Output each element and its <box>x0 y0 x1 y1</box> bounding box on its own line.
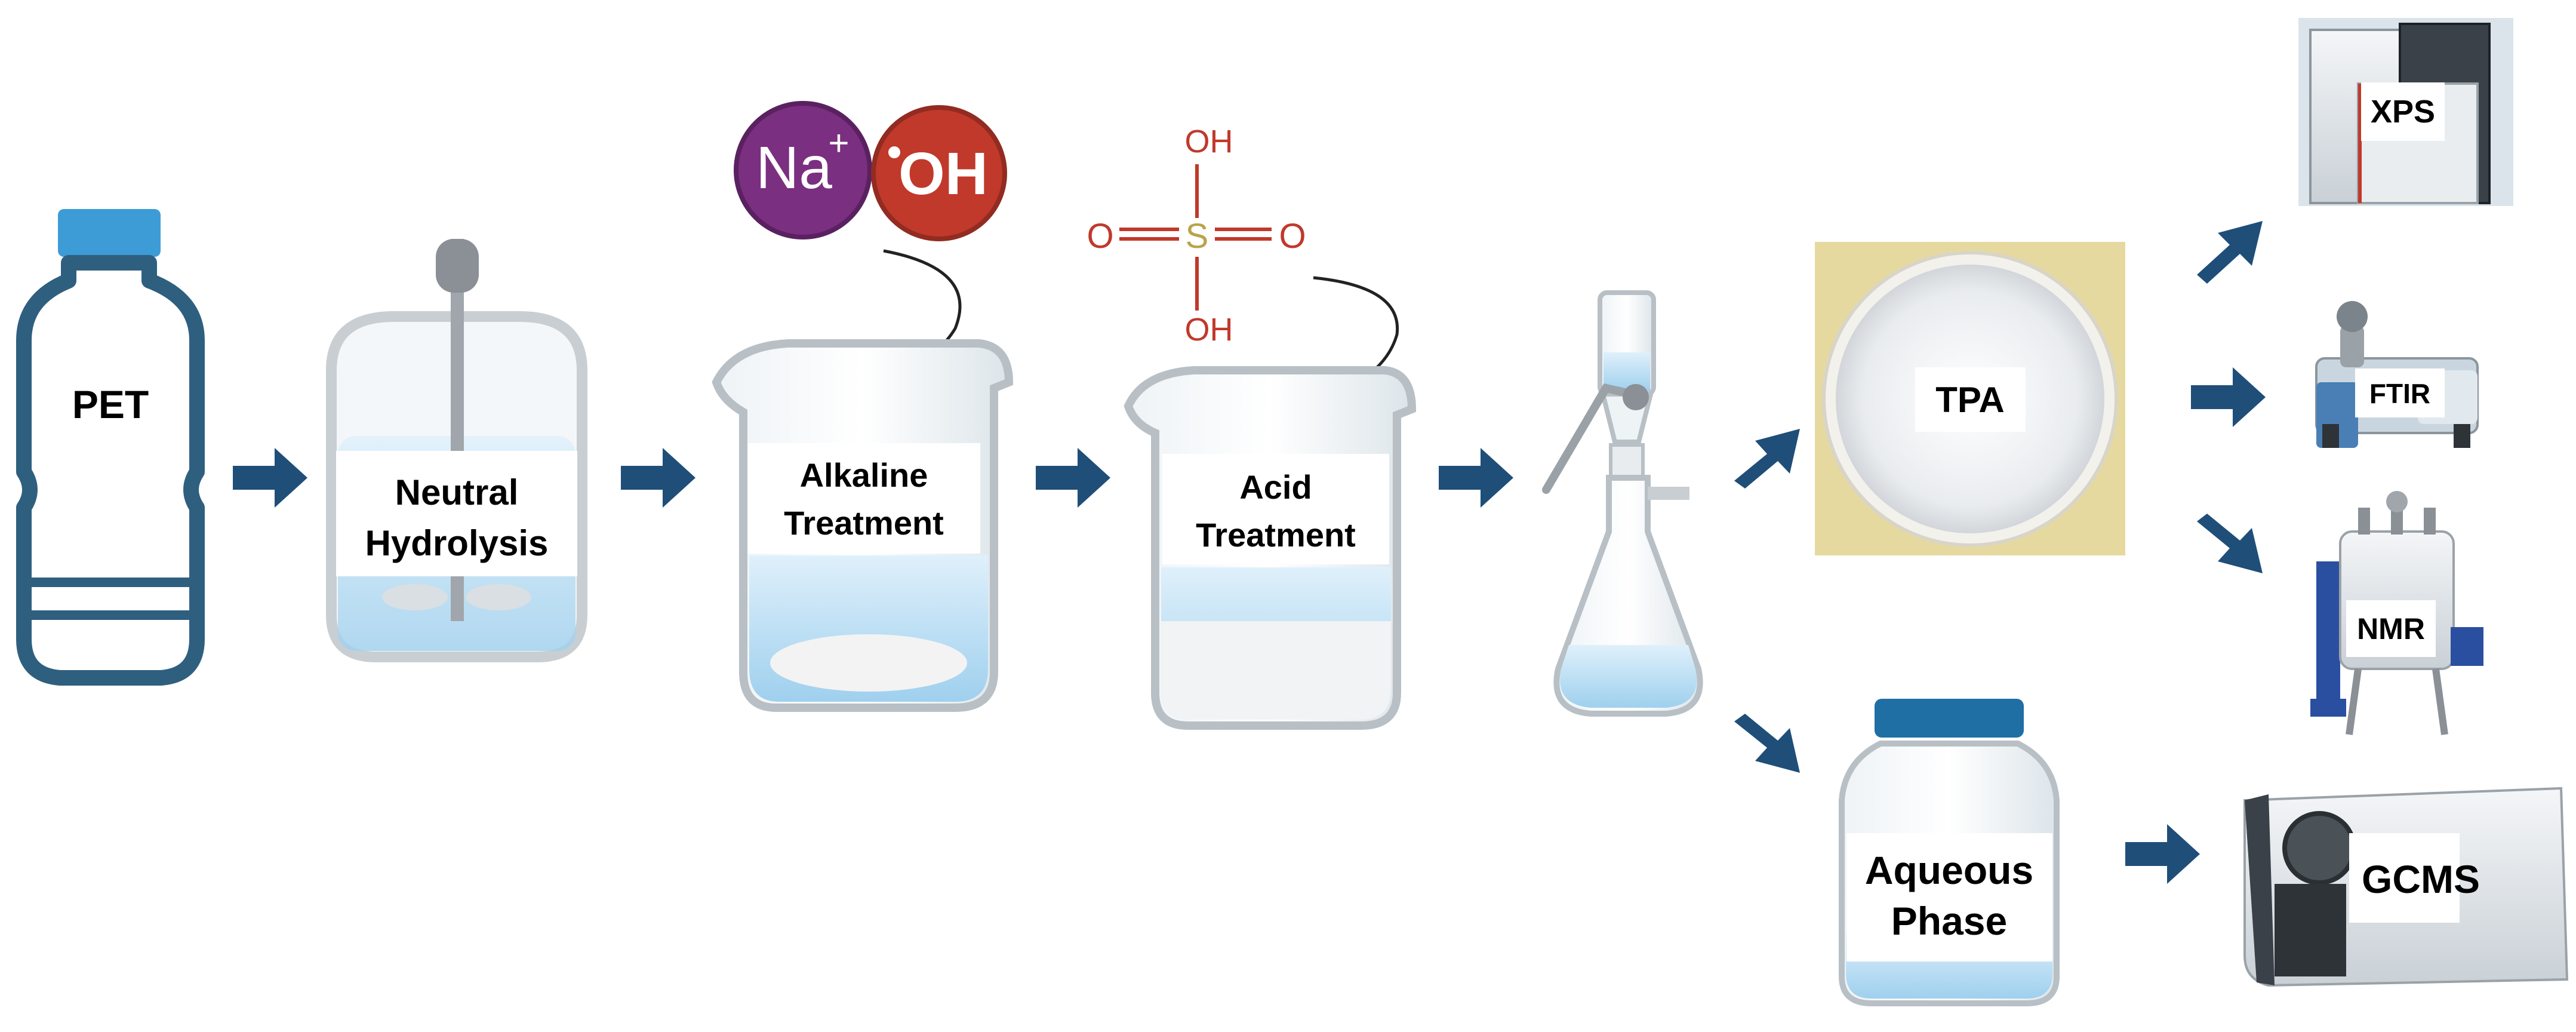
nmr-instrument: NMR <box>2310 491 2483 735</box>
xps-label: XPS <box>2371 94 2435 130</box>
jar-cap <box>1875 699 2024 738</box>
tpa-label: TPA <box>1935 380 2005 420</box>
tpa-powder: TPA <box>1815 242 2125 555</box>
nmr-label-box <box>2346 600 2436 657</box>
sulfur-atom: S <box>1186 217 1209 256</box>
alkaline-label-box <box>747 443 980 554</box>
sodium-symbol: Na <box>756 134 832 201</box>
flow-arrow-down <box>2197 514 2263 573</box>
pet-label: PET <box>72 382 149 426</box>
hydroxide-radical: OH <box>871 105 1007 241</box>
gcms-label-box <box>2349 833 2460 923</box>
acid-label-box <box>1162 454 1389 564</box>
flow-arrow <box>1439 448 1513 508</box>
gcms-instrument: GCMS <box>2243 787 2569 987</box>
sulfuric-o-left: O <box>1087 217 1113 256</box>
reactor-vessel: Neutral Hydrolysis <box>326 239 587 662</box>
neutral-label-box <box>336 451 577 576</box>
aqueous-label-box <box>1846 833 2052 962</box>
vacuum-filtration <box>1542 290 1703 717</box>
flow-arrow <box>621 448 695 508</box>
acid-label-line1: Acid <box>1239 468 1312 506</box>
hydroxide-circle <box>871 105 1007 241</box>
stirrer-motor <box>436 239 479 293</box>
flow-arrow <box>1036 448 1110 508</box>
sodium-ion: Na + <box>734 101 872 239</box>
neutral-label-line1: Neutral <box>395 472 519 512</box>
acid-label-line2: Treatment <box>1196 516 1356 554</box>
acid-beaker: Acid Treatment <box>1124 366 1417 730</box>
sodium-circle <box>734 101 872 239</box>
hydroxide-symbol: OH <box>898 140 988 207</box>
ftir-instrument: FTIR <box>2315 301 2479 448</box>
flow-arrow <box>2191 367 2266 427</box>
sodium-charge: + <box>828 123 849 163</box>
flow-arrow <box>2125 824 2200 884</box>
alkaline-label-line2: Treatment <box>784 504 944 542</box>
white-precipitate <box>770 634 967 692</box>
gcms-label: GCMS <box>2362 857 2480 901</box>
ftir-label-box <box>2355 368 2445 417</box>
alkaline-beaker: Alkaline Treatment <box>712 339 1014 712</box>
side-arm <box>1648 487 1689 500</box>
tpa-label-box <box>1915 367 2026 432</box>
nmr-label: NMR <box>2357 612 2425 646</box>
flow-arrow-up <box>1734 429 1800 489</box>
aqueous-label-line1: Aqueous <box>1865 848 2033 892</box>
flow-arrow-down <box>1734 714 1800 773</box>
sulfuric-oh-bottom: OH <box>1185 312 1233 348</box>
alkaline-label-line1: Alkaline <box>800 456 928 494</box>
xps-label-box <box>2361 82 2445 141</box>
sulfuric-oh-top: OH <box>1185 124 1233 159</box>
xps-instrument: XPS <box>2298 18 2513 206</box>
flow-arrow <box>233 448 307 508</box>
pet-bottle: PET <box>16 209 205 686</box>
bottle-cap <box>58 209 161 257</box>
flow-arrow-up <box>2197 221 2263 284</box>
aqueous-phase-jar: Aqueous Phase <box>1839 699 2060 1006</box>
bottle-body <box>16 255 205 686</box>
neutral-label-line2: Hydrolysis <box>365 523 549 563</box>
sulfuric-acid-structure: OH S OH O O <box>1087 124 1306 348</box>
aqueous-label-line2: Phase <box>1891 899 2007 943</box>
ftir-label: FTIR <box>2369 378 2430 409</box>
sulfuric-o-right: O <box>1279 217 1306 256</box>
white-precipitate <box>1161 621 1391 720</box>
